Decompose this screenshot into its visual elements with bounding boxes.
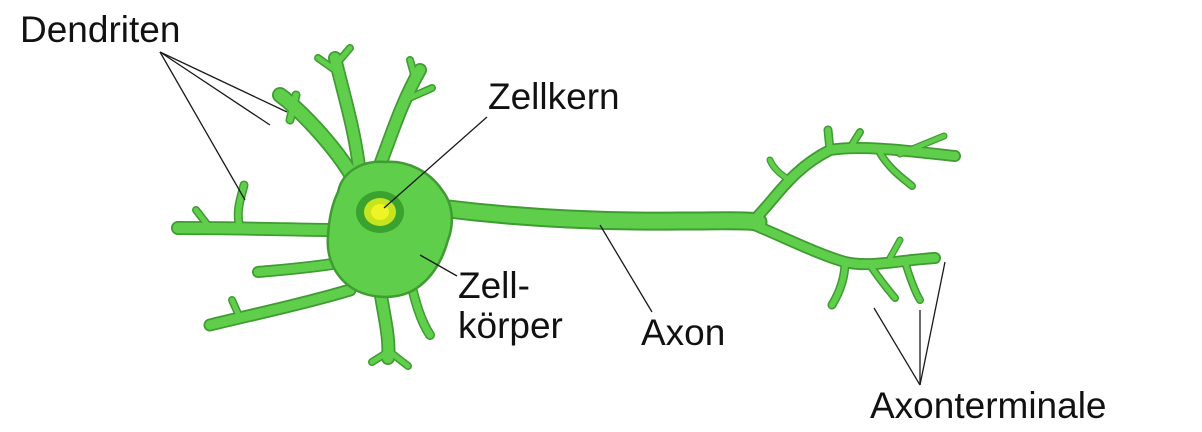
leader-dendriten-1 bbox=[160, 52, 287, 112]
label-axonterminale: Axonterminale bbox=[870, 386, 1107, 426]
leader-axon bbox=[600, 225, 652, 312]
leader-dendriten-2 bbox=[160, 52, 270, 125]
leader-dendriten-3 bbox=[160, 52, 245, 200]
label-axon: Axon bbox=[641, 313, 725, 353]
label-zellkoerper-line1: Zell- bbox=[458, 266, 563, 306]
label-zellkoerper: Zell- körper bbox=[458, 266, 563, 346]
label-dendriten: Dendriten bbox=[20, 10, 180, 50]
leader-axonterminale-1 bbox=[874, 308, 920, 385]
label-zellkern: Zellkern bbox=[488, 77, 620, 117]
label-zellkoerper-line2: körper bbox=[458, 306, 563, 346]
leader-axonterminale-3 bbox=[920, 262, 945, 385]
